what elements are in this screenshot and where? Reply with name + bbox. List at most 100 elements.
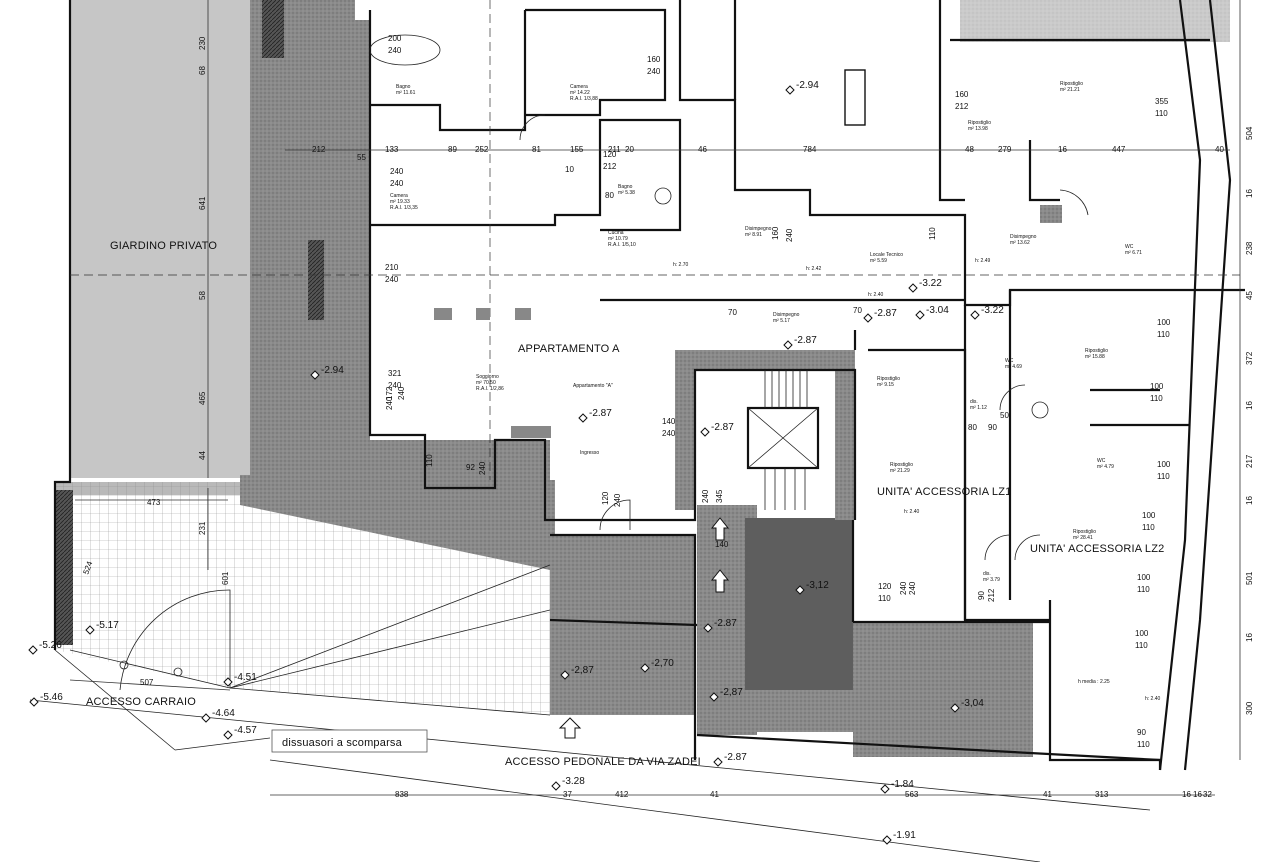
dimension-pair-bottom: 212	[955, 102, 969, 111]
dimension-row1: 89	[448, 145, 457, 154]
dimension-pair-top: 160	[955, 90, 969, 99]
room-name: Camera	[570, 84, 588, 90]
dimension-right: 16	[1245, 633, 1254, 642]
dimension-row1: 211	[608, 145, 621, 154]
dimension-pair-bottom: 240	[647, 67, 661, 76]
dimension-row1: 40	[1215, 145, 1224, 154]
dimension-right: 16	[1245, 401, 1254, 410]
room-area: m² 9.15	[877, 382, 894, 388]
elevation-value: -3,12	[806, 580, 829, 591]
elevation-value: -4.51	[234, 672, 257, 683]
room-rai: R.A.I. 1/3,88	[570, 96, 598, 102]
elevation-value: -1.91	[893, 830, 916, 841]
dimension-pair-bottom: 110	[1157, 330, 1170, 339]
elevation-markers: -2.94-2.94-3.22-2.87-3.04-3.22-2.87-2.87…	[28, 80, 1004, 845]
elevation-marker	[915, 310, 925, 320]
dimension-pair-top: 321	[388, 369, 402, 378]
room-height: h: 2.40	[904, 509, 920, 515]
room-rai: R.A.I. 1/2,86	[476, 386, 504, 392]
elevation-value: -5.26	[39, 640, 62, 651]
room-name: Ripostiglio	[890, 462, 913, 468]
room-height: h: 2.42	[806, 266, 822, 272]
driveway-grid	[55, 475, 550, 715]
dimension-pair-top: 160	[647, 55, 661, 64]
dimension-misc: 70	[853, 306, 862, 315]
dimension-pair-bottom: 110	[1150, 394, 1163, 403]
room-height: h: 2.40	[1145, 696, 1161, 702]
dimension-misc: 240	[385, 396, 394, 410]
room-name: Ripostiglio	[877, 376, 900, 382]
dimension-misc: 240	[899, 581, 908, 595]
elevation-value: -3.28	[562, 776, 585, 787]
room-name: Bagno	[396, 84, 411, 90]
dimension-pair-top: 100	[1135, 629, 1149, 638]
elevation-marker	[785, 85, 795, 95]
room-name: dis.	[983, 571, 991, 577]
elevation-value: -3.22	[919, 278, 942, 289]
apartment-label: APPARTAMENTO A	[518, 343, 620, 355]
elevation-value: -2.87	[724, 752, 747, 763]
dimension-misc: 90	[977, 591, 986, 600]
dimension-misc: 10	[565, 165, 574, 174]
dimension-row1: 784	[803, 145, 817, 154]
elevation-marker	[85, 625, 95, 635]
dimension-pair-bottom: 110	[1137, 585, 1150, 594]
room-area: m² 3.79	[983, 577, 1000, 583]
dimension-garden: 465	[198, 391, 207, 405]
elevation-value: -2,87	[571, 665, 594, 676]
dimension-pair-top: 140	[662, 417, 676, 426]
dimension-garden: 58	[198, 291, 207, 300]
elevation-value: -2,70	[651, 658, 674, 669]
dimension-misc: 240	[785, 228, 794, 242]
dimension-pair-top: 355	[1155, 97, 1169, 106]
dimension-pair-top: 100	[1137, 573, 1151, 582]
room-name: WC	[1125, 244, 1134, 250]
room-name: dis.	[970, 399, 978, 405]
elevation-value: -3.22	[981, 305, 1004, 316]
dimension-bottom: 41	[710, 790, 719, 799]
room-area: m² 4.79	[1097, 464, 1114, 470]
dimension-pair-top: 120	[603, 150, 617, 159]
dimension-misc: 212	[987, 588, 996, 602]
elevation-value: -2.94	[321, 365, 344, 376]
elevation-value: -5.17	[96, 620, 119, 631]
dimension-row1: 155	[570, 145, 584, 154]
elevation-value: -1.84	[891, 779, 914, 790]
room-name: Locale Tecnico	[870, 252, 903, 258]
dimension-misc: 90	[988, 423, 997, 432]
dimension-pair-top: 120	[878, 582, 892, 591]
elevation-value: -2.87	[714, 618, 737, 629]
room-area: m² 4.69	[1005, 364, 1022, 370]
dimension-bottom: 563	[905, 790, 919, 799]
elevation-marker	[551, 781, 561, 791]
elevation-marker	[223, 677, 233, 687]
dimension-right: 300	[1245, 701, 1254, 715]
dimension-bottom: 41	[1043, 790, 1052, 799]
dimension-misc: 240	[397, 386, 406, 400]
dimension-row1: 252	[475, 145, 489, 154]
unit-lz2-label: UNITA' ACCESSORIA LZ2	[1030, 543, 1164, 555]
room-name: Disimpegno	[773, 312, 800, 318]
room-area: m² 28.41	[1073, 535, 1093, 541]
dimension-misc: 240	[613, 493, 622, 507]
room-name: Soggiorno	[476, 374, 499, 380]
room-name: Camera	[390, 193, 408, 199]
dimension-misc: 120	[601, 491, 610, 505]
room-area: m² 13.62	[1010, 240, 1030, 246]
dimension-bottom: 37	[563, 790, 572, 799]
dimension-pair-top: 100	[1157, 460, 1171, 469]
avg-height-label: h media : 2.25	[1078, 679, 1110, 685]
dimension-bottom: 16	[1193, 790, 1202, 799]
elevation-marker	[560, 670, 570, 680]
room-area: m² 13.98	[968, 126, 988, 132]
dimension-lines	[69, 0, 1241, 796]
dimension-row1: 279	[998, 145, 1012, 154]
dimension-pair-top: 100	[1157, 318, 1171, 327]
dimension-pair-bottom: 110	[1135, 641, 1148, 650]
elevation-marker	[783, 340, 793, 350]
dimension-right: 504	[1245, 126, 1254, 140]
elevation-marker	[201, 713, 211, 723]
dimension-row1: 16	[1058, 145, 1067, 154]
room-area: m² 15.88	[1085, 354, 1105, 360]
